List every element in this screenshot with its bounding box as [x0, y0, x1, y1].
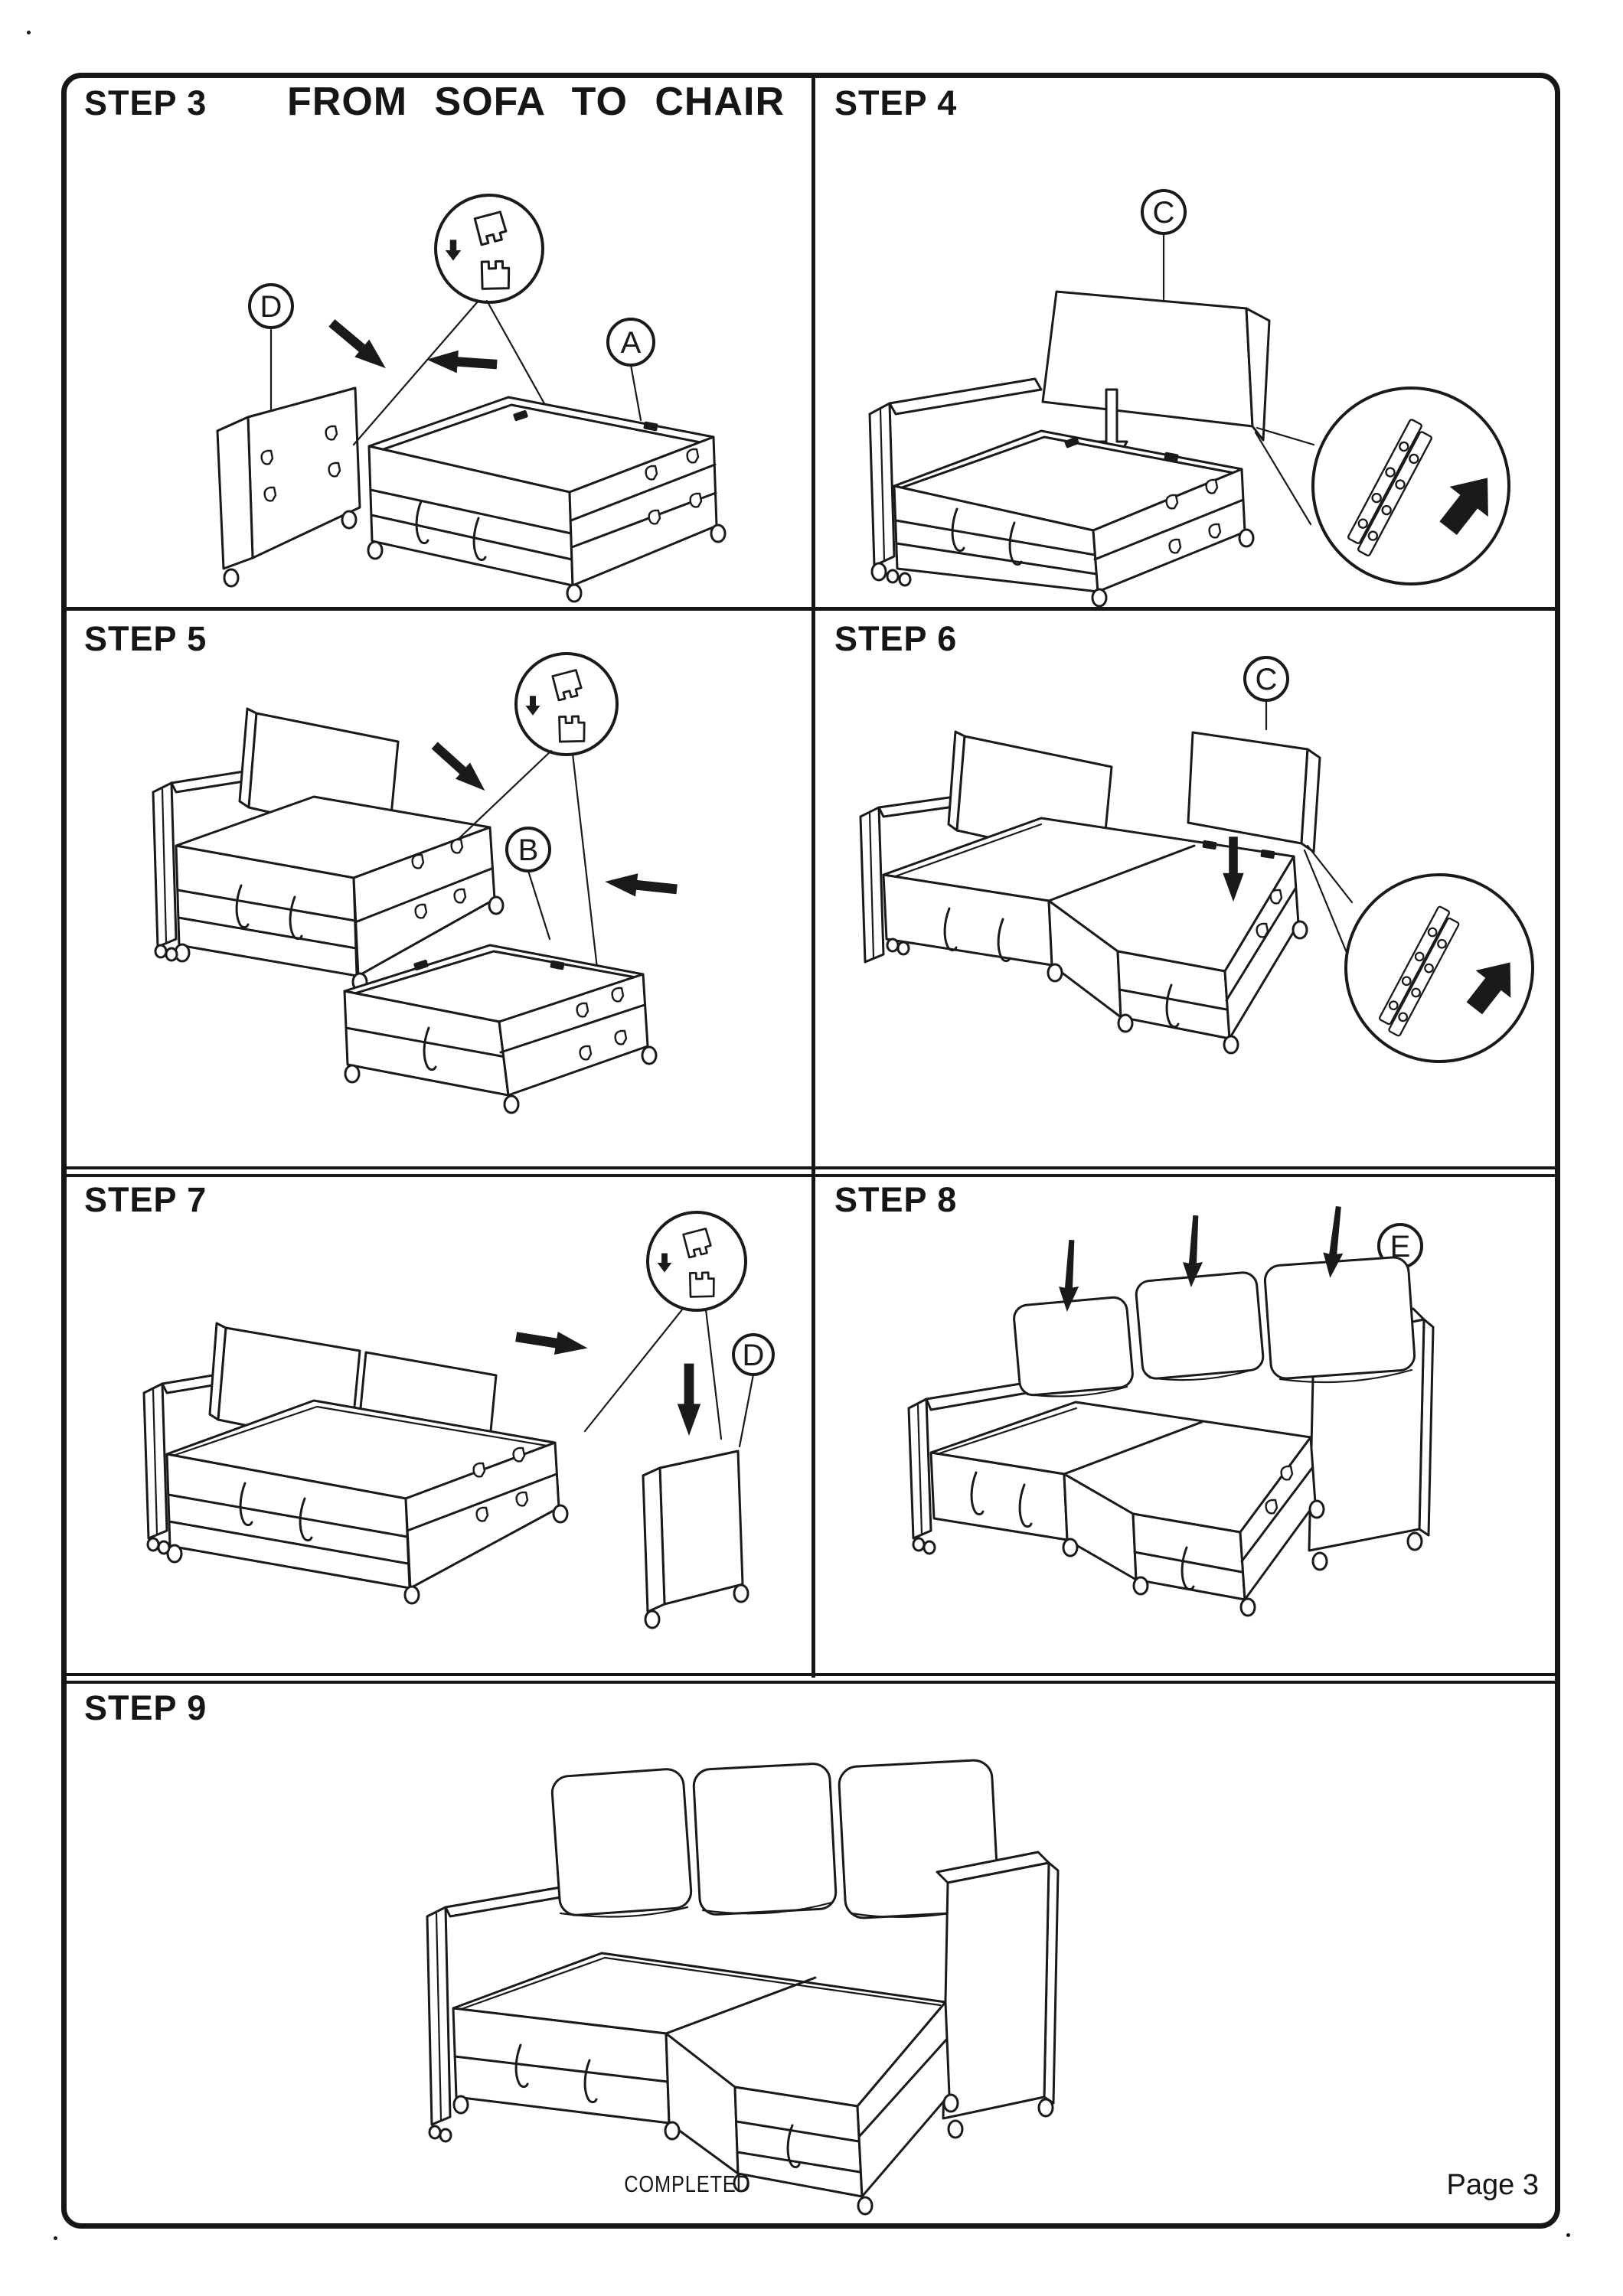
grid-divider-row2a: [61, 1166, 1555, 1169]
clip-detail-circle: [583, 1211, 747, 1440]
step6-panel: STEP 6: [812, 608, 1560, 1169]
step4-label: STEP 4: [834, 83, 958, 122]
clip-detail-circle: [458, 652, 619, 970]
side-panel-d: [216, 386, 361, 588]
page-title: FROM SOFA TO CHAIR: [287, 80, 785, 124]
svg-text:A: A: [621, 326, 642, 360]
callout-c: C: [1243, 656, 1289, 731]
callout-a: A: [606, 318, 655, 422]
step3-illustration: D A: [216, 194, 727, 603]
step6-illustration: C: [859, 656, 1534, 1063]
arrow-left-icon: [426, 347, 498, 376]
step6-label: STEP 6: [834, 619, 958, 658]
step3-panel: STEP 3 FROM SOFA TO CHAIR D: [61, 73, 812, 608]
rail-detail-circle: [1254, 386, 1510, 585]
arrow-right-icon: [514, 1325, 589, 1360]
clip-detail-circle: [352, 194, 547, 446]
grid-divider-row3a: [61, 1673, 1555, 1676]
ottoman-b: [343, 944, 658, 1114]
step3-label: STEP 3: [84, 83, 207, 122]
step7-label: STEP 7: [84, 1180, 207, 1219]
callout-d: D: [248, 283, 294, 413]
step8-label: STEP 8: [834, 1180, 958, 1219]
arrow-down-right-icon: [324, 314, 394, 377]
arrow-down-icon: [677, 1363, 701, 1436]
print-mark: [27, 31, 31, 34]
seat-base-a: [367, 396, 727, 603]
backrest-c: [1187, 731, 1321, 853]
step9-label: STEP 9: [84, 1688, 207, 1727]
page-number: Page 3: [1446, 2169, 1539, 2201]
step5-panel: STEP 5: [61, 608, 812, 1169]
sofa-unit: [859, 730, 1308, 1055]
svg-text:D: D: [260, 290, 282, 324]
grid-divider-vertical: [812, 73, 815, 1678]
callout-c: C: [1141, 189, 1187, 301]
step8-panel: STEP 8 E: [812, 1169, 1560, 1678]
step7-panel: STEP 7: [61, 1169, 812, 1678]
completed-caption: COMPLETED: [624, 2170, 751, 2197]
step8-illustration: E: [907, 1205, 1435, 1617]
step5-illustration: B: [152, 652, 678, 1114]
callout-d: D: [732, 1333, 775, 1448]
back-cushions-e: [1013, 1256, 1416, 1397]
step5-label: STEP 5: [84, 619, 207, 658]
step7-illustration: D: [142, 1211, 775, 1629]
side-panel-d: [642, 1450, 749, 1629]
svg-text:C: C: [1256, 663, 1278, 696]
step9-illustration: [426, 1759, 1060, 2216]
two-seat-sofa: [142, 1322, 569, 1605]
completed-sectional-sofa: [426, 1759, 1060, 2216]
svg-text:B: B: [518, 833, 539, 867]
chair-unit: [152, 707, 505, 992]
chair-base: [868, 377, 1255, 608]
callout-b: B: [505, 827, 551, 941]
step9-panel: STEP 9: [61, 1678, 1560, 2229]
page-border: [61, 73, 1560, 2229]
grid-divider-row1: [61, 607, 1555, 611]
rail-detail-circle: [1303, 844, 1534, 1063]
print-mark: [54, 2236, 57, 2240]
print-mark: [1566, 2233, 1570, 2237]
arrow-left-icon: [603, 869, 678, 901]
step4-illustration: C: [868, 189, 1510, 608]
svg-text:D: D: [743, 1339, 765, 1372]
svg-text:C: C: [1153, 196, 1175, 230]
arrow-down-right-icon: [427, 737, 492, 799]
grid-divider-row2b: [61, 1174, 1555, 1177]
backrest-c: [1041, 290, 1271, 442]
grid-divider-row3b: [61, 1681, 1555, 1684]
step4-panel: STEP 4 C: [812, 73, 1560, 608]
